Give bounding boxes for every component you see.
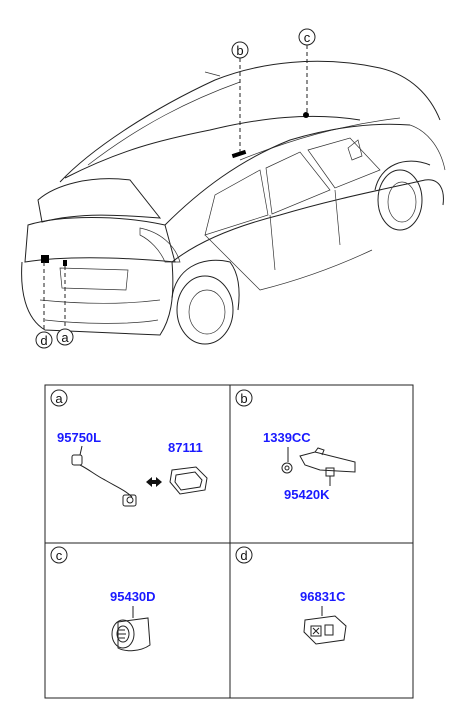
camera-marker xyxy=(41,255,49,263)
car-illustration xyxy=(21,60,446,345)
bolt-icon xyxy=(281,447,293,474)
svg-text:a: a xyxy=(55,391,63,406)
callout-a: a xyxy=(56,328,74,346)
panel-a: a 95750L 87111 xyxy=(50,389,208,507)
part-number-1339CC: 1339CC xyxy=(263,430,311,445)
callout-b: b xyxy=(231,41,249,59)
antenna-bracket-icon xyxy=(299,447,356,486)
part-number-95750L: 95750L xyxy=(57,430,101,445)
part-number-95430D: 95430D xyxy=(110,589,156,604)
part-number-87111: 87111 xyxy=(168,440,203,455)
sensor-marker xyxy=(303,112,309,118)
camera-harness-icon xyxy=(71,445,137,507)
panel-d: d 96831C xyxy=(235,546,347,645)
panel-c: c 95430D xyxy=(50,546,156,652)
parts-grid xyxy=(44,384,414,699)
callout-c: c xyxy=(298,28,316,46)
switch-module-icon xyxy=(303,606,347,645)
part-number-96831C: 96831C xyxy=(300,589,346,604)
panel-b: b 1339CC 95420K xyxy=(235,389,356,502)
svg-text:c: c xyxy=(56,548,63,563)
callout-d: d xyxy=(35,331,53,349)
antenna-marker xyxy=(231,149,247,159)
switch-marker xyxy=(63,260,67,266)
svg-text:a: a xyxy=(61,330,69,345)
svg-text:b: b xyxy=(236,43,243,58)
svg-text:d: d xyxy=(240,548,247,563)
part-number-95420K: 95420K xyxy=(284,487,330,502)
svg-text:c: c xyxy=(304,30,311,45)
sensor-icon xyxy=(111,606,151,652)
svg-text:b: b xyxy=(240,391,247,406)
svg-text:d: d xyxy=(40,333,47,348)
equivalent-arrow-icon xyxy=(146,477,162,487)
cover-plate-icon xyxy=(169,466,208,495)
